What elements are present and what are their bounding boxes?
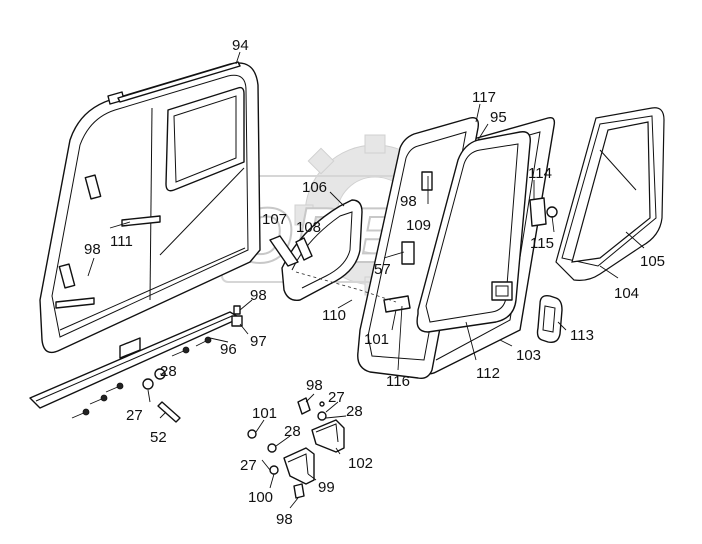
label-110: 110 [322,307,346,324]
leader-lines [87,51,645,509]
label-97: 97 [250,333,267,350]
label-104: 104 [614,285,639,302]
label-115: 115 [530,235,554,252]
label-94: 94 [232,37,249,54]
assembly-dashed-line [295,271,397,303]
label-103: 103 [516,347,541,364]
part-105-glass [571,121,651,263]
label-98: 98 [276,511,293,528]
part-114-lock [529,197,558,227]
label-111: 111 [110,233,133,250]
label-95: 95 [490,109,507,126]
label-108: 108 [296,219,321,236]
label-105: 105 [640,253,665,270]
label-57: 57 [374,261,391,278]
label-113: 113 [570,327,594,344]
label-101: 101 [252,405,277,422]
part-99-hinge [283,447,315,485]
sill-bolts [71,336,212,423]
callout-labels: 94 117 95 106 114 98 107 108 109 111 98 … [84,37,665,528]
label-27: 27 [328,389,345,406]
label-52: 52 [150,429,167,446]
label-109: 109 [406,217,431,234]
label-99: 99 [318,479,335,496]
label-28: 28 [284,423,301,440]
label-102: 102 [348,455,373,472]
part-113-handle-cover [536,294,563,344]
label-100: 100 [248,489,273,506]
label-116: 116 [386,373,410,390]
label-117: 117 [472,89,496,106]
label-106: 106 [302,179,327,196]
label-98: 98 [250,287,267,304]
part-102-hinge [311,419,345,453]
label-107: 107 [262,211,287,228]
label-98: 98 [306,377,323,394]
hinge-hardware [247,397,327,499]
label-27: 27 [126,407,143,424]
label-101: 101 [364,331,389,348]
part-107-108-handles [269,235,313,267]
part-94-door-frame [39,61,261,354]
part-96-sill-trim [29,311,241,409]
label-98: 98 [400,193,417,210]
label-112: 112 [476,365,500,382]
label-96: 96 [220,341,237,358]
part-95-window-frame [416,131,531,333]
label-98: 98 [84,241,101,258]
label-114: 114 [528,165,552,182]
label-27: 27 [240,457,257,474]
label-28: 28 [160,363,177,380]
label-28: 28 [346,403,363,420]
